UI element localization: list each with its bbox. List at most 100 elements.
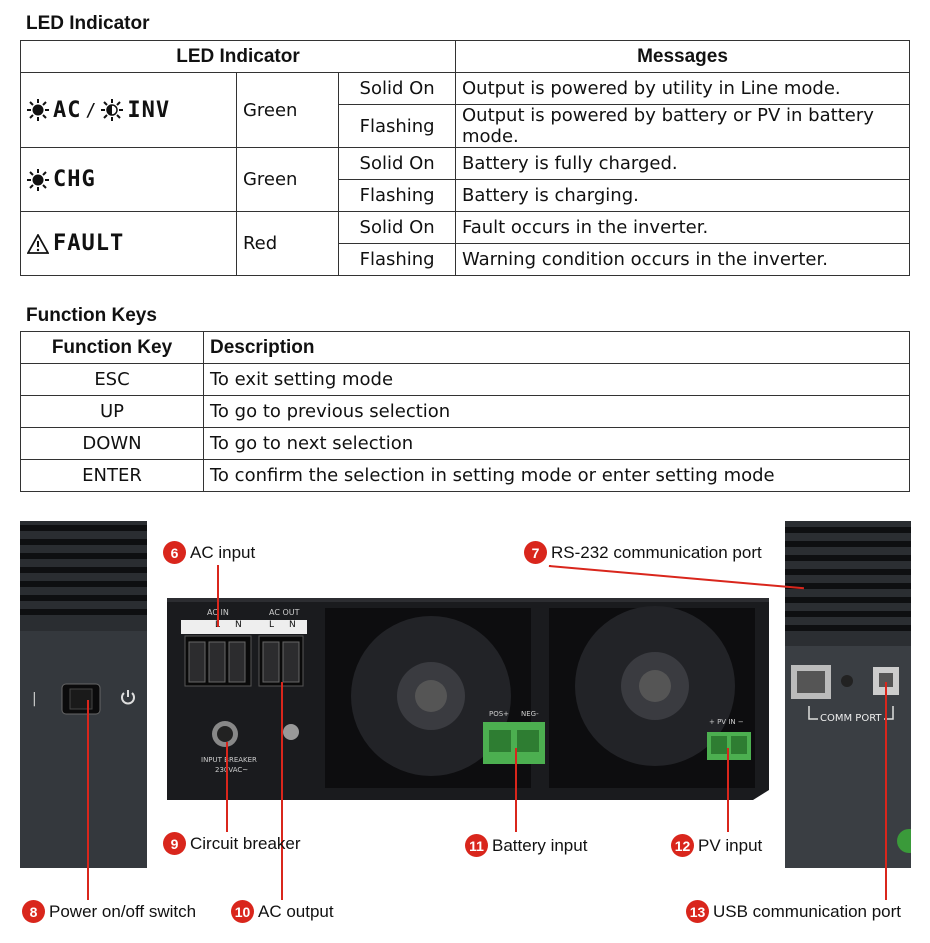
function-desc: To go to previous selection [203,395,910,428]
led-table-header: LED Indicator Messages [20,40,910,73]
warning-triangle-icon [27,233,49,254]
callout-ac-input: 6 AC input [163,541,255,564]
input-breaker-label: INPUT BREAKER [201,756,257,764]
led-state: Solid On [338,211,456,244]
battery-neg-label: NEG- [521,710,539,718]
side-panel-vent: | [20,521,147,868]
led-message: Output is powered by battery or PV in ba… [455,104,910,148]
callout-label: Power on/off switch [49,901,197,921]
ac-in-n-label: N [235,620,242,630]
battery-pos-label: POS+ [489,710,510,718]
led-cell-chg: CHG [20,147,237,212]
leader-line-ac-output [281,682,283,900]
function-key: ENTER [20,459,204,492]
callout-number: 6 [163,541,186,564]
led-label-ac: AC [53,97,82,123]
led-state: Flashing [338,243,456,276]
callout-number: 10 [231,900,254,923]
led-message: Battery is charging. [455,179,910,212]
callout-label: Circuit breaker [190,833,301,853]
callout-battery-input: 11 Battery input [465,834,587,857]
callout-rs232-port: 7 RS-232 communication port [524,541,762,564]
callout-label: AC input [190,542,256,562]
leader-line-ac-input [217,565,219,627]
table-row: ENTER To confirm the selection in settin… [20,459,910,492]
callout-circuit-breaker: 9 Circuit breaker [163,832,301,855]
led-state: Flashing [338,104,456,148]
led-message: Output is powered by utility in Line mod… [455,72,910,105]
table-row: ESC To exit setting mode [20,363,910,396]
leader-line-pv [727,748,729,832]
function-desc: To go to next selection [203,427,910,460]
callout-label: RS-232 communication port [551,542,762,562]
breaker-rating-label: 230VAC~ [215,766,249,774]
callout-number: 12 [671,834,694,857]
led-section-title: LED Indicator [26,13,150,34]
power-icon [121,690,135,705]
table-row: Flashing Output is powered by battery or… [21,104,910,148]
led-color: Red [235,211,340,276]
led-indicator-table: LED Indicator Messages AC / INV Green So… [20,40,910,276]
callout-number: 13 [686,900,709,923]
table-row: UP To go to previous selection [20,395,910,428]
function-header-key: Function Key [20,331,204,364]
table-row: FAULT Red Solid On Fault occurs in the i… [20,211,910,276]
function-header-desc: Description [203,331,910,364]
table-row: AC / INV Green Solid On Output is powere… [20,72,910,148]
callout-number: 7 [524,541,547,564]
led-header-messages: Messages [455,40,910,73]
function-keys-table: Function Key Description ESC To exit set… [20,331,910,492]
led-state: Solid On [338,147,456,180]
led-color: Green [235,147,340,212]
leader-line-usb [885,682,887,900]
led-message: Battery is fully charged. [455,147,910,180]
function-table-header: Function Key Description [20,331,910,364]
table-row: Flashing Battery is charging. [21,179,910,212]
fan-right [549,606,755,788]
led-message: Warning condition occurs in the inverter… [455,243,910,276]
led-label-chg: CHG [53,167,96,192]
function-key: DOWN [20,427,204,460]
callout-label: USB communication port [713,901,902,921]
comm-port-label: COMM PORT [818,713,884,724]
led-cell-fault: FAULT [20,211,237,276]
leader-line-rs232 [548,565,805,590]
callout-pv-input: 12 PV input [671,834,762,857]
callout-number: 8 [22,900,45,923]
led-message: Fault occurs in the inverter. [455,211,910,244]
function-desc: To exit setting mode [203,363,910,396]
table-row: Flashing Warning condition occurs in the… [21,243,910,276]
fan-left [325,608,531,788]
side-panel-photo: | [20,521,147,868]
pv-in-label: + PV IN − [709,718,744,726]
callout-power-switch: 8 Power on/off switch [22,900,196,923]
led-state: Flashing [338,179,456,212]
led-cell-ac-inv: AC / INV [20,72,237,148]
function-key: UP [20,395,204,428]
callout-number: 9 [163,832,186,855]
led-label-inv: INV [127,97,171,123]
led-header-indicator: LED Indicator [20,40,456,73]
callout-ac-output: 10 AC output [231,900,334,923]
sun-icon [27,99,49,121]
leader-line-battery [515,748,517,832]
svg-text:|: | [32,691,37,707]
led-color: Green [235,72,340,148]
leader-line-power-switch [87,700,89,900]
function-key: ESC [20,363,204,396]
half-sun-icon [101,99,124,121]
function-section-title: Function Keys [26,305,157,326]
inverter-back-panel: AC IN AC OUT L N L N INPUT BREAKER 230VA… [163,594,771,802]
ac-out-n-label: N [289,620,296,630]
table-row: DOWN To go to next selection [20,427,910,460]
callout-label: AC output [258,901,334,921]
led-label-fault: FAULT [53,231,125,256]
leader-line-breaker [226,742,228,832]
ac-out-l-label: L [269,620,275,630]
comm-port-panel-photo: COMM PORT [785,521,911,868]
callout-label: Battery input [492,835,588,855]
function-desc: To confirm the selection in setting mode… [203,459,910,492]
ac-out-label: AC OUT [269,608,300,617]
callout-number: 11 [465,834,488,857]
sun-icon [27,168,49,191]
